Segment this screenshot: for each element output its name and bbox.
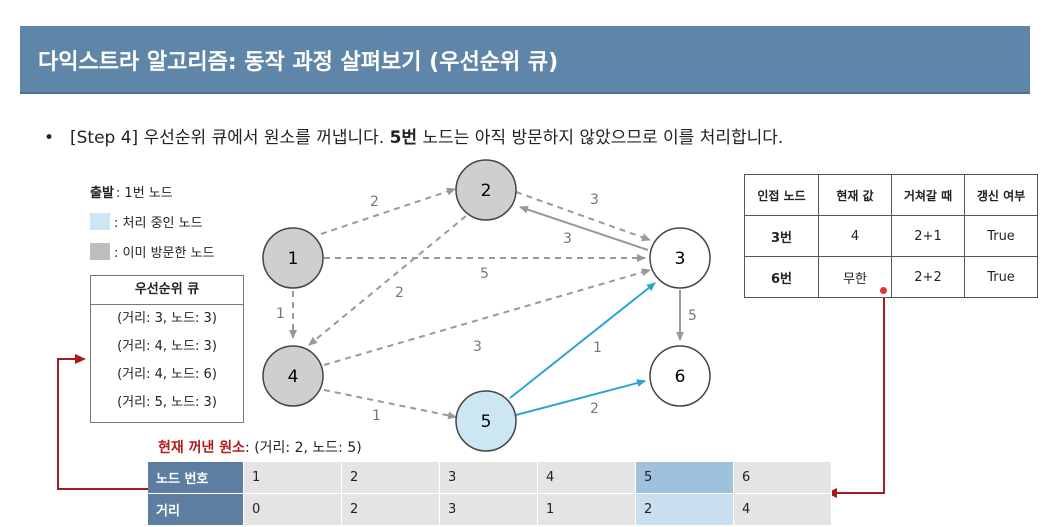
legend: 출발: 1번 노드 : 처리 중인 노드 : 이미 방문한 노드 bbox=[90, 176, 215, 266]
node-3-label: 3 bbox=[675, 249, 686, 269]
edge-4-5-weight: 1 bbox=[372, 408, 381, 424]
edge-5-6 bbox=[515, 379, 646, 416]
adj-cell: True bbox=[964, 215, 1038, 257]
dist-cell: 3 bbox=[439, 462, 538, 494]
step-bold-node: 5번 bbox=[389, 128, 418, 148]
dist-row-header: 거리 bbox=[148, 493, 244, 526]
dist-cell: 1 bbox=[243, 462, 342, 494]
edge-5-6-weight: 2 bbox=[590, 401, 599, 417]
bullet: • bbox=[44, 128, 55, 148]
queue-item: (거리: 3, 노드: 3) bbox=[117, 311, 217, 326]
edge-3-2-weight: 3 bbox=[563, 231, 572, 247]
node-4-label: 4 bbox=[288, 367, 299, 387]
dist-cell: 0 bbox=[243, 493, 342, 526]
edge-5-3 bbox=[509, 282, 656, 399]
node-4: 4 bbox=[262, 345, 324, 407]
priority-queue: 우선순위 큐 (거리: 3, 노드: 3) (거리: 4, 노드: 3) (거리… bbox=[90, 275, 244, 423]
dist-cell: 1 bbox=[537, 493, 636, 526]
adj-cell: 3번 bbox=[744, 215, 819, 257]
node-1: 1 bbox=[262, 227, 324, 289]
edge-2-4 bbox=[308, 215, 467, 346]
step-description: • [Step 4] 우선순위 큐에서 원소를 꺼냅니다. 5번 노드는 아직 방… bbox=[44, 123, 783, 148]
adj-header: 갱신 여부 bbox=[964, 174, 1038, 216]
edge-2-3-weight: 3 bbox=[590, 192, 599, 208]
adj-cell: 2+1 bbox=[891, 215, 965, 257]
node-3: 3 bbox=[649, 227, 711, 289]
step-label: [Step 4] bbox=[70, 128, 139, 148]
dist-cell: 6 bbox=[733, 462, 832, 494]
page-title: 다익스트라 알고리즘: 동작 과정 살펴보기 (우선순위 큐) bbox=[38, 50, 559, 75]
table-row: 3번 4 2+1 True bbox=[744, 215, 1038, 257]
legend-visited: : 이미 방문한 노드 bbox=[90, 236, 215, 266]
queue-connector-arrow bbox=[57, 354, 148, 490]
dist-cell: 4 bbox=[537, 462, 636, 494]
adj-header: 인접 노드 bbox=[744, 174, 819, 216]
edge-1-2-weight: 2 bbox=[370, 194, 379, 210]
legend-processing: : 처리 중인 노드 bbox=[90, 206, 215, 236]
table-row: 6번 무한 2+2 True bbox=[744, 256, 1038, 298]
pointer-dot bbox=[880, 287, 887, 294]
table-connector-arrow bbox=[826, 294, 885, 498]
current-element-label: 현재 꺼낸 원소 bbox=[158, 440, 246, 456]
adj-cell: 6번 bbox=[744, 256, 819, 298]
adj-header: 현재 값 bbox=[818, 174, 892, 216]
adj-cell: 4 bbox=[818, 215, 892, 257]
edge-4-3-weight: 3 bbox=[473, 339, 482, 355]
processing-swatch bbox=[90, 212, 110, 230]
dist-cell: 4 bbox=[733, 493, 832, 526]
queue-item: (거리: 4, 노드: 6) bbox=[117, 367, 217, 382]
dist-cell: 2 bbox=[341, 462, 440, 494]
legend-start: 출발: 1번 노드 bbox=[90, 176, 215, 206]
adj-cell: 무한 bbox=[818, 256, 892, 298]
dist-cell: 2 bbox=[635, 493, 734, 526]
adj-header: 거쳐갈 때 bbox=[891, 174, 965, 216]
edge-1-3-weight: 5 bbox=[480, 266, 489, 282]
edge-4-5 bbox=[323, 389, 457, 420]
table-row: 노드 번호 1 2 3 4 5 6 bbox=[148, 462, 832, 494]
visited-swatch bbox=[90, 242, 110, 260]
step-text-before: 우선순위 큐에서 원소를 꺼냅니다. bbox=[143, 128, 390, 148]
dist-cell: 5 bbox=[635, 462, 734, 494]
step-text-after: 노드는 아직 방문하지 않았으므로 이를 처리합니다. bbox=[417, 128, 784, 148]
node-2: 2 bbox=[455, 159, 517, 221]
edge-2-3 bbox=[515, 191, 651, 242]
edge-3-2 bbox=[519, 205, 649, 251]
legend-processing-label: : 처리 중인 노드 bbox=[114, 215, 203, 231]
edge-2-4-weight: 2 bbox=[395, 285, 404, 301]
current-element: 현재 꺼낸 원소: (거리: 2, 노드: 5) bbox=[158, 437, 362, 457]
queue-item: (거리: 5, 노드: 3) bbox=[117, 395, 217, 410]
adj-cell: 2+2 bbox=[891, 256, 965, 298]
edge-1-2 bbox=[320, 187, 456, 235]
node-1-label: 1 bbox=[288, 249, 299, 269]
edge-3-6-weight: 5 bbox=[688, 308, 697, 324]
node-5-label: 5 bbox=[481, 412, 492, 432]
edge-5-3-weight: 1 bbox=[593, 340, 602, 356]
distance-table: 노드 번호 1 2 3 4 5 6 거리 0 2 3 1 2 4 bbox=[148, 462, 832, 526]
dist-cell: 2 bbox=[341, 493, 440, 526]
current-element-value: : (거리: 2, 노드: 5) bbox=[245, 440, 362, 456]
table-row: 거리 0 2 3 1 2 4 bbox=[148, 493, 832, 526]
dist-row-header: 노드 번호 bbox=[148, 462, 244, 494]
node-5: 5 bbox=[455, 390, 517, 452]
dist-cell: 3 bbox=[439, 493, 538, 526]
edge-1-4-weight: 1 bbox=[276, 306, 285, 322]
queue-item: (거리: 4, 노드: 3) bbox=[117, 339, 217, 354]
priority-queue-title: 우선순위 큐 bbox=[91, 276, 243, 305]
node-6-label: 6 bbox=[675, 367, 686, 387]
legend-start-value: : 1번 노드 bbox=[115, 185, 173, 201]
legend-visited-label: : 이미 방문한 노드 bbox=[114, 245, 215, 261]
adjacency-table: 인접 노드 현재 값 거쳐갈 때 갱신 여부 3번 4 2+1 True 6번 … bbox=[744, 174, 1038, 298]
edge-4-3 bbox=[323, 268, 651, 366]
adj-cell: True bbox=[964, 256, 1038, 298]
node-6: 6 bbox=[649, 345, 711, 407]
title-bar: 다익스트라 알고리즘: 동작 과정 살펴보기 (우선순위 큐) bbox=[20, 26, 1030, 94]
node-2-label: 2 bbox=[481, 181, 492, 201]
legend-start-label: 출발 bbox=[90, 185, 114, 201]
